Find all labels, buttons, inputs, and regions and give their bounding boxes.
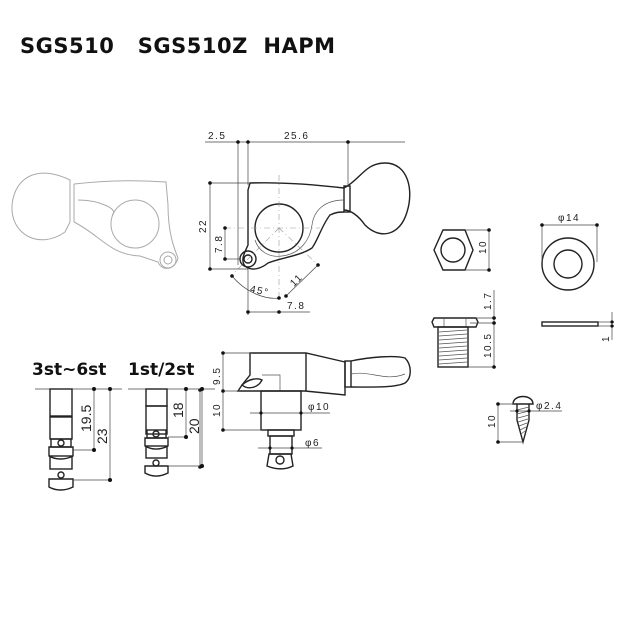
dim-angle: 45°: [249, 284, 270, 299]
dim-washer-diameter: φ14: [558, 213, 580, 224]
label-1st-2st: 1st/2st: [128, 360, 195, 380]
post-diagram-1st-2st: 18 20: [128, 387, 215, 477]
dim-3-6-short: 19.5: [78, 405, 94, 432]
dim-height: 22: [198, 219, 209, 233]
side-view-dimensions: 9.5 10 φ10 φ6: [198, 351, 330, 469]
dim-offset: 2.5: [208, 131, 226, 142]
dim-hole-offset: 7.8: [214, 235, 225, 253]
dim-nut-width: 10: [478, 240, 489, 254]
dim-bottom-offset: 7.8: [287, 301, 305, 312]
dim-shaft-diameter: φ6: [305, 438, 320, 449]
dim-1-2-tall: 20: [186, 418, 202, 434]
dim-diag: 11: [288, 272, 305, 289]
dim-bushing-length: 10.5: [483, 333, 494, 358]
washer-side: 1: [541, 312, 614, 342]
ghost-tuner-outline: [11, 172, 179, 269]
dim-post-height: 10: [212, 403, 223, 417]
post-diagram-3st-6st: 19.5 23: [35, 387, 122, 491]
dim-3-6-tall: 23: [94, 428, 110, 444]
label-3st-6st: 3st~6st: [32, 360, 107, 380]
dim-1-2-short: 18: [170, 402, 186, 418]
wood-screw: φ2.4 10: [487, 395, 562, 445]
washer-top: φ14: [540, 213, 599, 291]
top-view-dimensions: 2.5 25.6 22 7.8 11 45° 7.8: [198, 131, 405, 315]
model-title: SGS510 SGS510Z HAPM: [20, 34, 336, 58]
dim-post-diameter: φ10: [308, 402, 330, 413]
dim-washer-thickness: 1: [601, 335, 612, 342]
dim-bushing-flange: 1.7: [483, 292, 494, 310]
dim-screw-length: 10: [487, 414, 498, 428]
bushing-side: 1.7 10.5: [431, 290, 496, 369]
hex-nut: 10: [433, 228, 491, 272]
tuner-top-view: [225, 162, 411, 300]
dim-screw-diameter: φ2.4: [536, 401, 562, 412]
dim-length: 25.6: [284, 131, 309, 142]
tuner-side-view: [236, 352, 411, 470]
dim-top-height: 9.5: [212, 367, 223, 385]
